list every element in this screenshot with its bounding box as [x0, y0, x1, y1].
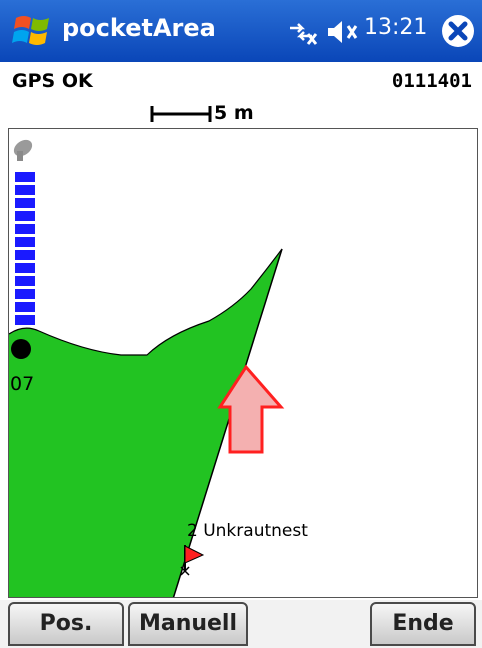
scale-indicator: 5 m	[0, 100, 482, 128]
satellite-count-label: 07	[10, 373, 35, 395]
map-canvas[interactable]	[9, 129, 478, 598]
field-boundary-edge	[9, 248, 283, 356]
close-icon[interactable]	[440, 13, 476, 49]
scale-label: 5 m	[214, 102, 254, 124]
satellite-signal-bars	[15, 172, 35, 325]
direction-arrow-icon	[217, 364, 285, 454]
field-boundary-line	[172, 248, 283, 597]
scale-bar-icon	[150, 106, 212, 122]
status-row: GPS OK 0111401	[0, 62, 482, 100]
satellite-dish-icon	[13, 139, 33, 161]
manuell-button[interactable]: Manuell	[128, 602, 248, 646]
connectivity-icon[interactable]	[286, 18, 320, 46]
windows-start-icon[interactable]	[12, 12, 52, 50]
field-area-polygon	[9, 249, 282, 597]
gps-position-dot	[11, 339, 31, 359]
marker-label: 2 Unkrautnest	[187, 521, 308, 541]
app-title: pocketArea	[62, 14, 216, 42]
position-counter: 0111401	[391, 70, 472, 92]
title-bar: pocketArea 13:21	[0, 0, 482, 62]
volume-icon[interactable]	[326, 18, 360, 46]
softkey-bar: Pos. Manuell Ende	[0, 600, 482, 648]
map-view[interactable]: 07 2 Unkrautnest	[8, 128, 478, 598]
flag-marker-icon[interactable]	[180, 545, 205, 576]
ende-button[interactable]: Ende	[370, 602, 476, 646]
gps-status: GPS OK	[12, 70, 93, 92]
clock[interactable]: 13:21	[364, 15, 428, 40]
pos-button[interactable]: Pos.	[8, 602, 124, 646]
